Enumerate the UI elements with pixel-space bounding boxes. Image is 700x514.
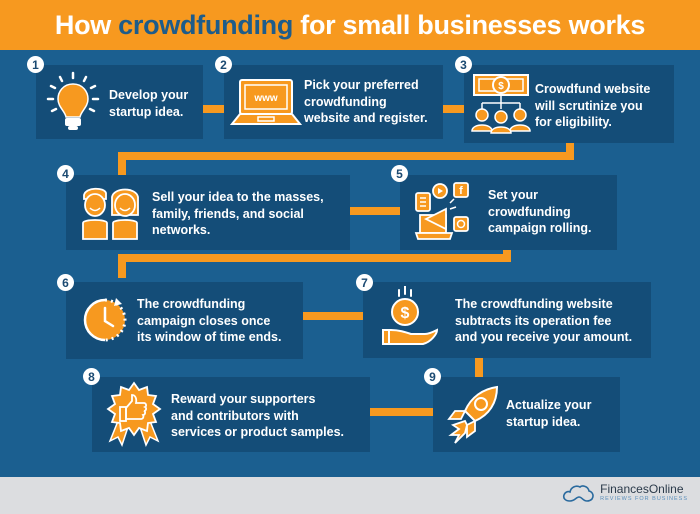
cloud-icon (563, 485, 594, 502)
megaphone-social-icon: f (414, 182, 469, 240)
page-title: How crowdfunding for small businesses wo… (54, 9, 646, 40)
hand-coin-icon: $ (382, 286, 439, 345)
laptop-www-icon: www (230, 79, 302, 125)
thumbs-up-badge-icon (106, 381, 162, 447)
rocket-icon (447, 385, 499, 444)
step-1-number: 1 (27, 56, 44, 73)
step-2-number: 2 (215, 56, 232, 73)
money-people-icon: $ (471, 74, 531, 134)
footer: FinancesOnline REVIEWS FOR BUSINESS (0, 477, 700, 514)
step-4-number: 4 (57, 165, 74, 182)
step-6-number: 6 (57, 274, 74, 291)
svg-text:$: $ (401, 305, 410, 322)
step-4-card: 4 Sell your idea to the masses,family, f… (57, 165, 350, 250)
connector-3-4-across (118, 152, 574, 160)
connector-5-6-across (118, 254, 511, 262)
connector-7-9 (475, 358, 483, 378)
svg-text:www: www (253, 93, 278, 104)
svg-text:$: $ (498, 81, 504, 92)
connector-2-3 (443, 105, 465, 113)
connector-6-7 (303, 312, 363, 320)
connector-5-6-drop (118, 254, 126, 278)
clock-icon (83, 298, 127, 342)
step-7-number: 7 (356, 274, 373, 291)
step-8-number: 8 (83, 368, 100, 385)
step-3-number: 3 (455, 56, 472, 73)
connector-3-4-down (566, 143, 574, 160)
svg-text:f: f (459, 185, 463, 197)
connector-3-4-drop (118, 152, 126, 175)
lightbulb-icon (46, 71, 100, 130)
step-9-number: 9 (424, 368, 441, 385)
step-4-text: Sell your idea to the masses,family, fri… (152, 190, 324, 237)
two-people-icon (82, 187, 139, 240)
title-banner: How crowdfunding for small businesses wo… (0, 0, 700, 50)
brand-logo[interactable]: FinancesOnline REVIEWS FOR BUSINESS (562, 483, 688, 503)
connector-4-5 (348, 207, 400, 215)
brand-tagline: REVIEWS FOR BUSINESS (600, 496, 688, 503)
step-5-number: 5 (391, 165, 408, 182)
brand-name: FinancesOnline (600, 482, 684, 497)
connector-1-2 (202, 105, 224, 113)
connector-8-9 (370, 408, 434, 416)
